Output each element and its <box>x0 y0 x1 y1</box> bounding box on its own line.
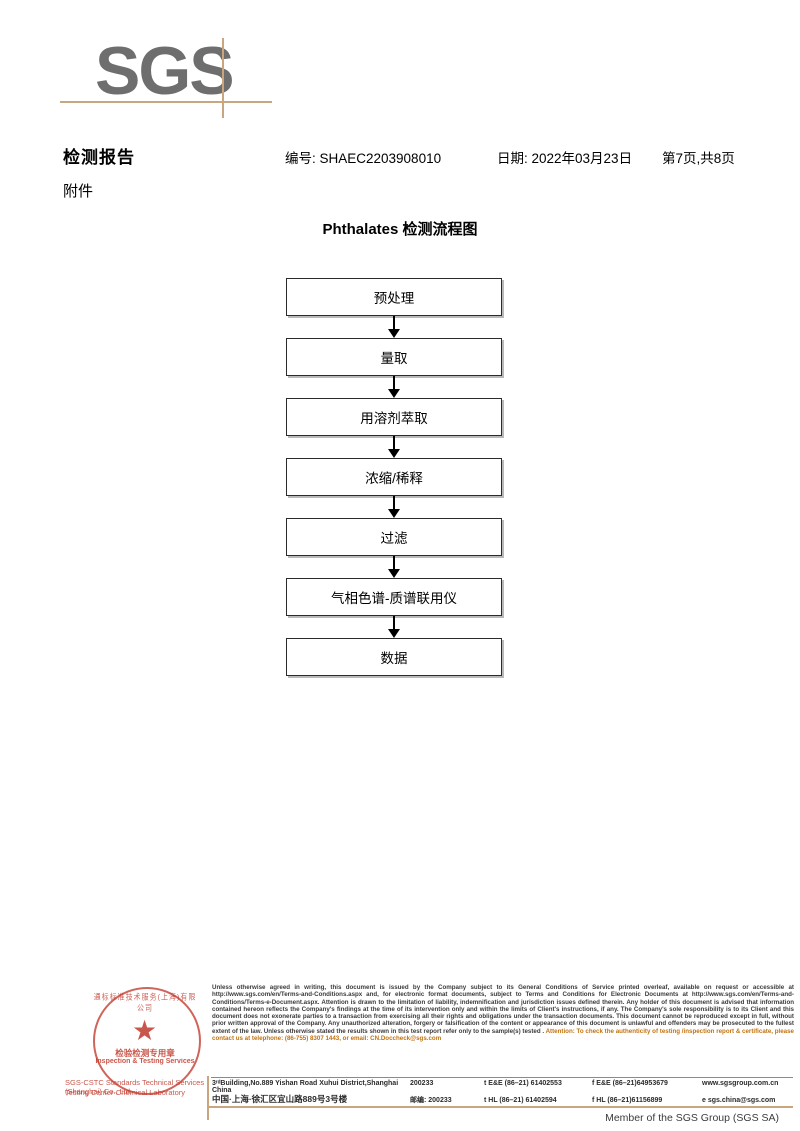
flow-node: 过滤 <box>286 518 502 556</box>
zip-cn: 邮编: 200233 <box>410 1097 452 1104</box>
zip-en: 200233 <box>410 1080 434 1087</box>
flow-arrow-down-icon <box>286 496 502 518</box>
stamp-cn-label: 检验检测专用章 <box>115 1048 175 1058</box>
logo-horizontal-rule <box>60 101 272 103</box>
flow-node: 数据 <box>286 638 502 676</box>
flow-arrow-down-icon <box>286 316 502 338</box>
flowchart-title: Phthalates 检测流程图 <box>322 221 478 238</box>
stamp-en-label: Inspection & Testing Services <box>95 1058 195 1065</box>
fax-hl: f HL (86–21)61156899 <box>592 1097 663 1104</box>
fax-ee: f E&E (86–21)64953679 <box>592 1080 668 1087</box>
flow-node: 气相色谱-质谱联用仪 <box>286 578 502 616</box>
page-title: 检测报告 <box>63 148 135 167</box>
logo-vertical-rule <box>222 38 224 118</box>
report-number: 编号: SHAEC2203908010 <box>285 151 442 166</box>
attention-notice: Attention: To check the authenticity of … <box>212 1027 794 1043</box>
page-subtitle: 附件 <box>63 183 94 200</box>
logo-text: SGS <box>95 33 235 109</box>
footer-divider-vertical <box>207 1076 209 1120</box>
flow-node: 预处理 <box>286 278 502 316</box>
address-row-cn: 中国·上海·徐汇区宜山路889号3号楼 邮编: 200233 t HL (86–… <box>212 1093 794 1106</box>
page-indicator: 第7页,共8页 <box>662 151 735 166</box>
address-cn: 中国·上海·徐汇区宜山路889号3号楼 <box>212 1094 348 1104</box>
address-en: 3ʳᵈBuilding,No.889 Yishan Road Xuhui Dis… <box>212 1080 399 1094</box>
report-date: 日期: 2022年03月23日 <box>497 151 633 166</box>
disclaimer-body: Unless otherwise agreed in writing, this… <box>212 984 794 1035</box>
stamp-company-arc-text: 通标标准技术服务(上海)有限公司 <box>93 994 197 1013</box>
footer-address-block: 3ʳᵈBuilding,No.889 Yishan Road Xuhui Dis… <box>212 1080 794 1106</box>
footer-rule-bottom <box>207 1106 793 1108</box>
stamp-footer-line-2: Testing Center-Chemical Laboratory <box>65 1088 186 1097</box>
flow-arrow-down-icon <box>286 376 502 398</box>
flowchart: 预处理 量取 用溶剂萃取 浓缩/稀释 过滤 气相色谱-质谱联用仪 数据 <box>286 278 502 676</box>
flow-node: 浓缩/稀释 <box>286 458 502 496</box>
stamp-footer-line-1: SGS-CSTC Standards Technical Services (S… <box>65 1078 205 1096</box>
tel-hl: t HL (86–21) 61402594 <box>484 1097 557 1104</box>
inspection-stamp: 通标标准技术服务(上海)有限公司 ★ 检验检测专用章 Inspection & … <box>65 985 215 1097</box>
flow-node: 量取 <box>286 338 502 376</box>
footer-rule-top <box>211 1077 793 1078</box>
tel-ee: t E&E (86–21) 61402553 <box>484 1080 562 1087</box>
address-row-en: 3ʳᵈBuilding,No.889 Yishan Road Xuhui Dis… <box>212 1080 794 1094</box>
star-icon: ★ <box>132 1015 158 1046</box>
website-link[interactable]: www.sgsgroup.com.cn <box>702 1080 779 1087</box>
flow-node: 用溶剂萃取 <box>286 398 502 436</box>
legal-disclaimer: Unless otherwise agreed in writing, this… <box>212 984 794 1042</box>
email-link[interactable]: e sgs.china@sgs.com <box>702 1097 776 1104</box>
flow-arrow-down-icon <box>286 616 502 638</box>
member-notice: Member of the SGS Group (SGS SA) <box>605 1112 779 1124</box>
sgs-logo: SGS <box>60 33 272 120</box>
flow-arrow-down-icon <box>286 436 502 458</box>
stamp-circle-icon <box>93 987 201 1095</box>
flow-arrow-down-icon <box>286 556 502 578</box>
